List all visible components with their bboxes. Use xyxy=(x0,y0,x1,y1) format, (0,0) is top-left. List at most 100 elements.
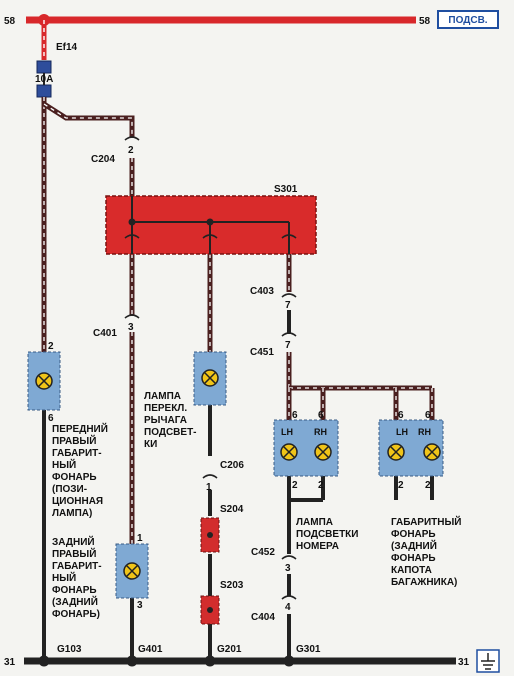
circuit-badge-text: ПОДСВ. xyxy=(448,15,487,26)
trunk-lid-tail-lamps xyxy=(378,419,444,477)
front-lamp-caption-line: ПЕРЕДНИЙ xyxy=(52,422,108,435)
lever-lamp-caption-line: ПОДСВЕТ- xyxy=(144,427,197,438)
ground-g201-label: G201 xyxy=(217,644,242,655)
rear-lamp-caption-line: НЫЙ xyxy=(52,571,76,584)
lever-lamp-caption: ЛАМПА ПЕРЕКЛ. РЫЧАГА ПОДСВЕТ- КИ xyxy=(144,391,197,450)
trunk-lamp-caption-line: ФОНАРЬ xyxy=(391,553,436,564)
lamp-icon xyxy=(387,443,405,461)
connector-c204-pin: 2 xyxy=(128,145,134,156)
plate-lamp-caption-line: ПОДСВЕТКИ xyxy=(296,529,358,540)
connector-symbols xyxy=(124,136,297,600)
lever-lamp-caption-line: КИ xyxy=(144,439,157,450)
rear-lamp-caption-line: ЗАДНИЙ xyxy=(52,535,95,548)
connector-c404-label: C404 xyxy=(251,612,275,623)
front-lamp-caption-line: ПРАВЫЙ xyxy=(52,434,96,447)
plate-lamp-pin-top: 6 xyxy=(318,410,324,421)
front-right-parking-lamp xyxy=(27,351,61,411)
trunk-lamp-pin-top: 6 xyxy=(425,410,431,421)
front-lamp-caption: ПЕРЕДНИЙ ПРАВЫЙ ГАБАРИТ- НЫЙ ФОНАРЬ (ПОЗ… xyxy=(52,422,108,519)
rear-lamp-caption-line: ФОНАРЬ) xyxy=(52,609,100,620)
splice-s203-label: S203 xyxy=(220,580,244,591)
rear-lamp-caption-line: ФОНАРЬ xyxy=(52,585,97,596)
lever-lamp-caption-line: ПЕРЕКЛ. xyxy=(144,403,187,414)
gear-lever-illumination-lamp xyxy=(193,351,227,406)
splice-s301-label: S301 xyxy=(274,184,298,195)
rear-lamp-pin-bottom: 3 xyxy=(137,600,143,611)
lever-lamp-caption-line: РЫЧАГА xyxy=(144,415,187,426)
connector-c403-label: C403 xyxy=(250,286,274,297)
plate-lamp-lh-label: LH xyxy=(281,427,293,437)
lamp-icon xyxy=(314,443,332,461)
trunk-lamp-pin-bottom: 2 xyxy=(425,480,431,491)
connector-c204-label: C204 xyxy=(91,154,115,165)
connector-c206-label: C206 xyxy=(220,460,244,471)
connector-c451-pin: 7 xyxy=(285,340,291,351)
splice-s203 xyxy=(200,595,220,625)
lamp-icon xyxy=(123,562,141,580)
trunk-lamp-caption-line: (ЗАДНИЙ xyxy=(391,539,437,552)
trunk-lamp-caption-line: КАПОТА xyxy=(391,565,432,576)
fuse-name-label: Ef14 xyxy=(56,42,78,53)
front-lamp-pin-top: 2 xyxy=(48,341,54,352)
rear-right-parking-lamp xyxy=(115,543,149,599)
ground-g103-label: G103 xyxy=(57,644,82,655)
power-bus-58 xyxy=(26,14,416,26)
fuse-rating-label: 10A xyxy=(35,74,53,85)
connector-c206-pin: 1 xyxy=(206,482,212,493)
front-lamp-caption-line: НЫЙ xyxy=(52,458,76,471)
plate-lamp-pin-top: 6 xyxy=(292,410,298,421)
plate-lamp-pin-bottom: 2 xyxy=(318,480,324,491)
trunk-lamp-caption-line: БАГАЖНИКА) xyxy=(391,577,457,588)
ground-bus-31 xyxy=(24,655,456,667)
connector-c401-pin: 3 xyxy=(128,322,134,333)
rear-lamp-pin-top: 1 xyxy=(137,533,143,544)
bus-31-left-label: 31 xyxy=(4,657,16,668)
ground-wires xyxy=(42,405,434,661)
trunk-lamp-caption-line: ФОНАРЬ xyxy=(391,529,436,540)
splice-s204 xyxy=(200,517,220,553)
front-lamp-caption-line: ФОНАРЬ xyxy=(52,472,97,483)
rear-lamp-caption-line: (ЗАДНИЙ xyxy=(52,595,98,608)
trunk-lamp-rh-label: RH xyxy=(418,427,431,437)
splice-s204-label: S204 xyxy=(220,504,244,515)
ground-symbol-icon xyxy=(476,649,500,673)
license-plate-lamps xyxy=(273,419,339,477)
lamp-icon xyxy=(201,369,219,387)
lamp-icon xyxy=(35,372,53,390)
rear-lamp-caption: ЗАДНИЙ ПРАВЫЙ ГАБАРИТ- НЫЙ ФОНАРЬ (ЗАДНИ… xyxy=(52,535,102,620)
bus-58-left-label: 58 xyxy=(4,16,16,27)
bus-58-right-label: 58 xyxy=(419,16,431,27)
front-lamp-caption-line: ГАБАРИТ- xyxy=(52,448,102,459)
connector-c404-pin: 4 xyxy=(285,602,291,613)
plate-lamp-rh-label: RH xyxy=(314,427,327,437)
front-lamp-caption-line: ЦИОННАЯ xyxy=(52,496,103,507)
bus-31-right-label: 31 xyxy=(458,657,470,668)
connector-c403-pin: 7 xyxy=(285,300,291,311)
front-lamp-caption-line: ЛАМПА) xyxy=(52,508,92,519)
trunk-lamp-pin-bottom: 2 xyxy=(398,480,404,491)
connector-c451-label: C451 xyxy=(250,347,274,358)
connector-c452-pin: 3 xyxy=(285,563,291,574)
fuse-ef14 xyxy=(36,60,52,98)
splice-block-s301 xyxy=(105,195,317,255)
plate-lamp-caption-line: ЛАМПА xyxy=(296,517,333,528)
trunk-lamp-caption: ГАБАРИТНЫЙ ФОНАРЬ (ЗАДНИЙ ФОНАРЬ КАПОТА … xyxy=(391,515,461,588)
plate-lamp-caption-line: НОМЕРА xyxy=(296,541,339,552)
plate-lamp-caption: ЛАМПА ПОДСВЕТКИ НОМЕРА xyxy=(296,517,358,552)
lamp-icon xyxy=(280,443,298,461)
ground-g401-label: G401 xyxy=(138,644,163,655)
rear-lamp-caption-line: ГАБАРИТ- xyxy=(52,561,102,572)
trunk-lamp-caption-line: ГАБАРИТНЫЙ xyxy=(391,515,461,528)
connector-c401-label: C401 xyxy=(93,328,117,339)
connector-c452-label: C452 xyxy=(251,547,275,558)
front-lamp-pin-bottom: 6 xyxy=(48,413,54,424)
lamp-icon xyxy=(423,443,441,461)
trunk-lamp-pin-top: 6 xyxy=(398,410,404,421)
rear-lamp-caption-line: ПРАВЫЙ xyxy=(52,547,96,560)
wire-harness xyxy=(41,97,435,544)
plate-lamp-pin-bottom: 2 xyxy=(292,480,298,491)
trunk-lamp-lh-label: LH xyxy=(396,427,408,437)
ground-g301-label: G301 xyxy=(296,644,321,655)
front-lamp-caption-line: (ПОЗИ- xyxy=(52,484,87,495)
